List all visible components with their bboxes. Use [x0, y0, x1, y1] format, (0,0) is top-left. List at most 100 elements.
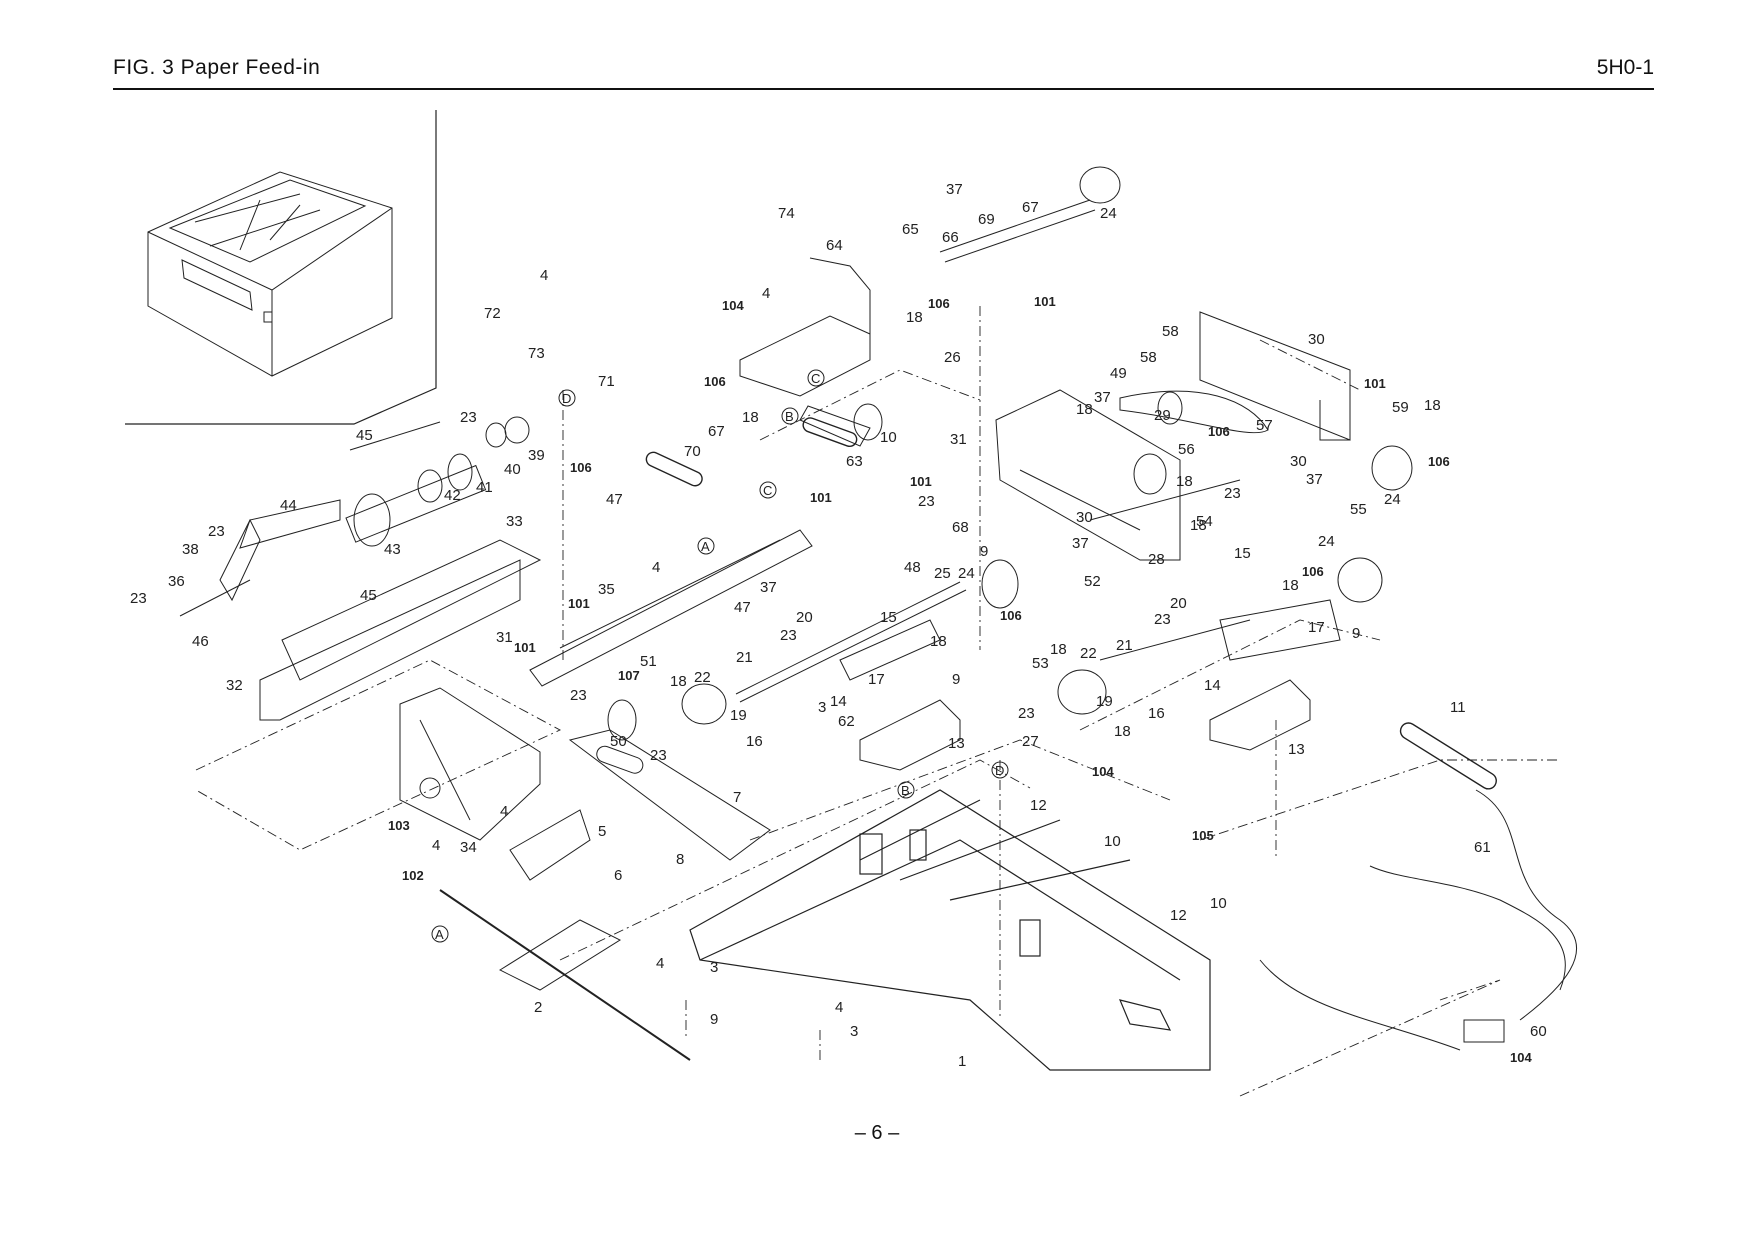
callout-13: 13: [1288, 741, 1305, 758]
callout-41: 42: [444, 487, 461, 504]
ref-letter-B: B: [785, 409, 794, 424]
right-side-frames: [995, 311, 1413, 603]
callout-labels: 1 2 3 3 3 4 4 4 4 4 4 4 5 6 7 8 9 9 9 9 …: [130, 181, 1547, 1070]
feed-frame-assembly: [179, 416, 542, 721]
page-header: FIG. 3 Paper Feed-in 5H0-1: [113, 52, 1654, 88]
callout-37: 37: [1072, 535, 1089, 552]
callout-27: 27: [1022, 733, 1039, 750]
callout-33: 33: [506, 513, 523, 530]
callout-3: 3: [850, 1023, 858, 1040]
callout-50: 51: [640, 653, 657, 670]
callout-106: 106: [1000, 608, 1022, 623]
callout-18: 18: [1190, 517, 1207, 534]
page-number: – 6 –: [854, 1122, 900, 1144]
ref-letter-B: B: [901, 783, 910, 798]
callout-13: 13: [948, 735, 965, 752]
callout-14: 14: [1204, 677, 1221, 694]
callout-10: 10: [880, 429, 897, 446]
callout-18: 18: [1424, 397, 1441, 414]
callout-62: 63: [846, 453, 863, 470]
callout-4: 4: [540, 267, 548, 284]
callout-57: 58: [1162, 323, 1179, 340]
callout-73: 74: [778, 205, 795, 222]
callout-72: 73: [528, 345, 545, 362]
callout-61: 62: [838, 713, 855, 730]
inset-frame: [125, 110, 437, 425]
callout-56: 57: [1256, 417, 1273, 434]
callout-37: 37: [1306, 471, 1323, 488]
callout-18: 18: [1076, 401, 1093, 418]
callout-49: 50: [610, 733, 627, 750]
callout-52: 53: [1032, 655, 1049, 672]
callout-104: 105: [1192, 828, 1214, 843]
callout-23: 23: [1224, 485, 1241, 502]
callout-31: 31: [496, 629, 513, 646]
callout-105: 106: [1428, 454, 1450, 469]
callout-65: 66: [942, 229, 959, 246]
callout-23: 23: [208, 523, 225, 540]
callout-22: 22: [694, 669, 711, 686]
middle-guide-plate: [529, 529, 1107, 741]
callout-4: 4: [762, 285, 770, 302]
ref-letter-A: A: [701, 539, 710, 554]
main-tray-body: [689, 789, 1211, 1071]
callout-64: 65: [902, 221, 919, 238]
callout-43: 44: [280, 497, 297, 514]
callout-16: 16: [746, 733, 763, 750]
ref-letter-C: C: [811, 371, 820, 386]
callout-3: 3: [818, 699, 826, 716]
callout-12: 12: [1030, 797, 1047, 814]
callout-53: 54: [1196, 513, 1213, 530]
callout-38: 39: [528, 447, 545, 464]
callout-11: 11: [1450, 699, 1466, 716]
callout-101: 101: [514, 640, 536, 655]
callout-30: 30: [1308, 331, 1325, 348]
callout-101: 101: [1034, 294, 1056, 309]
callout-106: 107: [618, 668, 640, 683]
callout-54: 55: [1350, 501, 1367, 518]
callout-66: 67: [1022, 199, 1039, 216]
callout-23: 23: [650, 747, 667, 764]
header-rule: [113, 88, 1654, 90]
callout-106: 106: [1208, 424, 1230, 439]
callout-22: 22: [1080, 645, 1097, 662]
belts: [645, 417, 1497, 790]
callout-23: 23: [780, 627, 797, 644]
callout-24: 24: [958, 565, 975, 582]
callout-23: 23: [130, 590, 147, 607]
callout-44: 45: [356, 427, 373, 444]
callout-23: 23: [918, 493, 935, 510]
callout-37: 37: [760, 579, 777, 596]
callout-19: 19: [1096, 693, 1113, 710]
callout-17: 17: [1308, 619, 1325, 636]
callout-30: 30: [1076, 509, 1093, 526]
callout-59: 60: [1530, 1023, 1547, 1040]
callout-104: 104: [1092, 764, 1114, 779]
callout-8: 8: [676, 851, 684, 868]
callout-46: 47: [734, 599, 751, 616]
callout-30: 30: [1290, 453, 1307, 470]
callout-18: 18: [1114, 723, 1131, 740]
ref-letter-D: D: [562, 391, 571, 406]
upper-drive-bracket: [739, 166, 1121, 447]
callout-101: 101: [1364, 376, 1386, 391]
reference-lines: [195, 306, 1560, 1097]
callout-9: 9: [952, 671, 960, 688]
callout-47: 47: [606, 491, 623, 508]
callout-18: 18: [1050, 641, 1067, 658]
callout-67: 67: [708, 423, 725, 440]
callout-4: 4: [432, 837, 440, 854]
callout-51: 52: [1084, 573, 1101, 590]
callout-4: 4: [835, 999, 843, 1016]
callout-47: 48: [904, 559, 921, 576]
callout-25: 25: [934, 565, 951, 582]
callout-18: 18: [670, 673, 687, 690]
callout-10: 10: [1210, 895, 1227, 912]
lower-right-brackets: [839, 599, 1341, 771]
callout-106: 106: [570, 460, 592, 475]
callout-45: 45: [360, 587, 377, 604]
callout-39: 40: [504, 461, 521, 478]
callout-67: 68: [952, 519, 969, 536]
callout-104: 104: [722, 298, 744, 313]
